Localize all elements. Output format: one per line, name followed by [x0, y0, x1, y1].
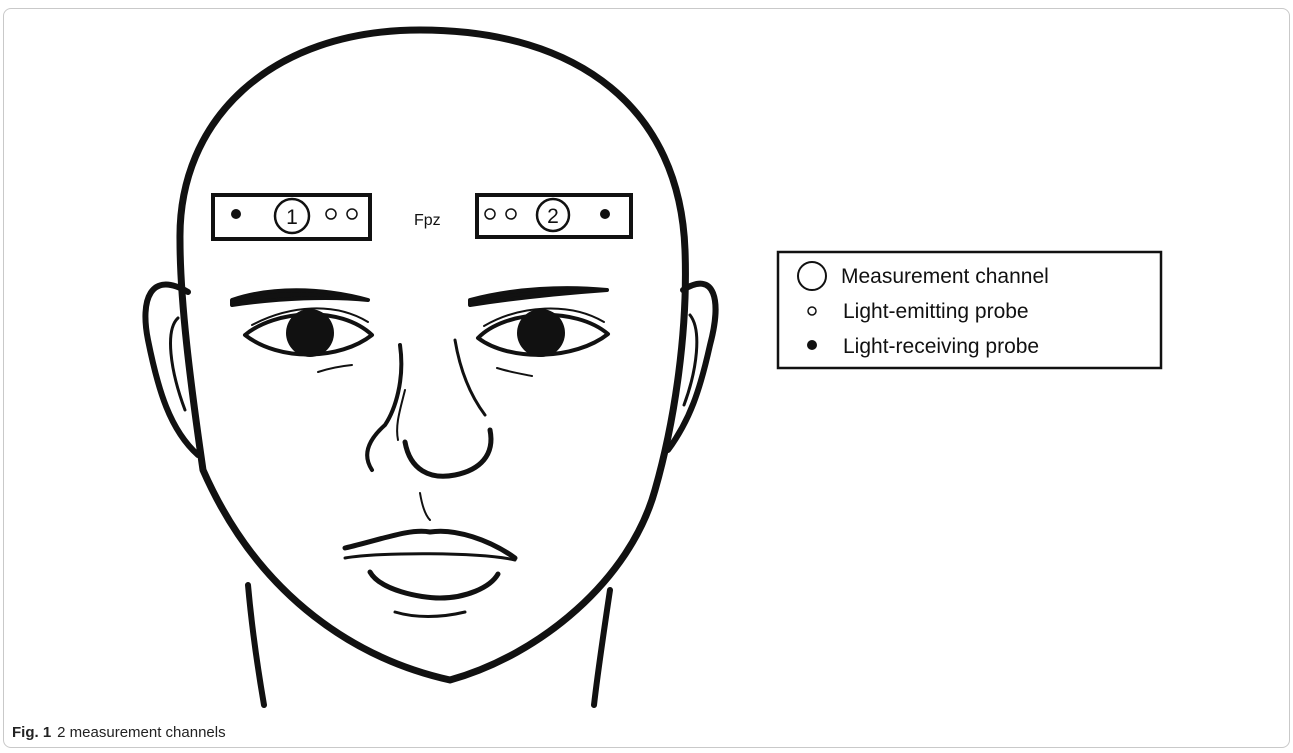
- emitting-probe-icon: [485, 209, 495, 219]
- caption-text: 2 measurement channels: [57, 724, 225, 741]
- light-receiving-icon: [807, 340, 817, 350]
- neck-right: [594, 590, 610, 705]
- figure-caption: Fig. 1 2 measurement channels: [12, 724, 226, 741]
- left-eyebrow: [232, 290, 368, 305]
- nose-right-line: [455, 340, 485, 415]
- measurement-channel-icon: [798, 262, 826, 290]
- emitting-probe-icon: [326, 209, 336, 219]
- chin-line: [395, 612, 465, 617]
- neck-left: [248, 585, 264, 705]
- emitting-probe-icon: [347, 209, 357, 219]
- philtrum: [420, 493, 430, 520]
- receiving-probe-icon: [231, 209, 241, 219]
- nose-left-line: [367, 345, 401, 470]
- mouth-line: [345, 554, 515, 560]
- left-under-eye: [318, 365, 352, 372]
- left-pupil: [286, 309, 334, 357]
- channel-2-label: 2: [547, 205, 559, 228]
- fpz-label: Fpz: [414, 212, 441, 229]
- caption-number: Fig. 1: [12, 724, 51, 741]
- legend: Measurement channel Light-emitting probe…: [778, 252, 1161, 368]
- light-emitting-icon: [808, 307, 816, 315]
- right-under-eye: [497, 368, 532, 376]
- probe-holder-2: 2: [477, 195, 631, 237]
- legend-label-measurement: Measurement channel: [841, 265, 1049, 288]
- receiving-probe-icon: [600, 209, 610, 219]
- right-eyebrow: [470, 288, 607, 305]
- channel-1-label: 1: [286, 206, 298, 229]
- legend-label-receiving: Light-receiving probe: [843, 335, 1039, 358]
- right-ear: [668, 284, 716, 450]
- head-outline: [180, 30, 685, 680]
- probe-holder-1: 1: [213, 195, 370, 239]
- lower-lip: [370, 572, 498, 598]
- legend-label-emitting: Light-emitting probe: [843, 300, 1029, 323]
- emitting-probe-icon: [506, 209, 516, 219]
- right-pupil: [517, 309, 565, 357]
- nose-bottom: [405, 430, 491, 476]
